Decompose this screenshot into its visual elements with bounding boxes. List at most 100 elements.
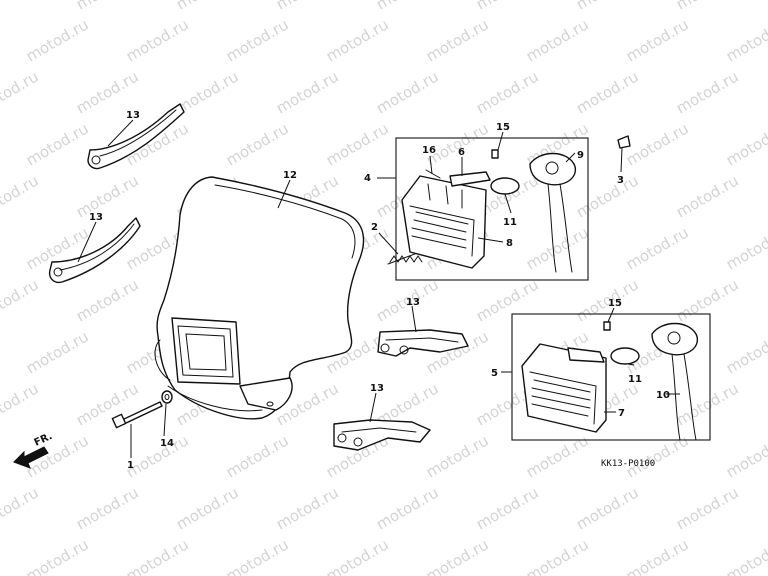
callout-8: 8 — [506, 238, 513, 249]
diagram-code: KK13-P0100 — [601, 459, 655, 469]
callout-9: 9 — [577, 150, 584, 161]
watermark-text: motod.ru — [623, 119, 692, 169]
watermark-text: motod.ru — [73, 379, 142, 429]
watermark-text: motod.ru — [223, 15, 292, 65]
watermark-text: motod.ru — [73, 275, 142, 325]
watermark-text: motod.ru — [523, 223, 592, 273]
watermark-text: motod.ru — [573, 67, 642, 117]
watermark-text: motod.ru — [223, 431, 292, 481]
watermark-text: motod.ru — [173, 483, 242, 533]
callout-5: 5 — [491, 368, 498, 379]
watermark-text: motod.ru — [0, 67, 42, 117]
watermark-text: motod.ru — [473, 275, 542, 325]
headlight-unit-lower[interactable] — [521, 321, 699, 441]
watermark-text: motod.ru — [723, 223, 768, 273]
watermark-text: motod.ru — [723, 535, 768, 576]
stay-middle-left[interactable] — [48, 217, 141, 284]
watermark-text: motod.ru — [423, 15, 492, 65]
watermark-text: motod.ru — [223, 535, 292, 576]
watermark-text: motod.ru — [23, 535, 92, 576]
watermark-text: motod.ru — [23, 119, 92, 169]
watermark-text: motod.ru — [73, 483, 142, 533]
callout-16: 16 — [422, 145, 436, 156]
headlight-assembly-frame-upper — [395, 137, 589, 281]
callout-15-lower: 15 — [608, 298, 622, 309]
watermark-text: motod.ru — [0, 483, 42, 533]
watermark-text: motod.ru — [573, 171, 642, 221]
watermark-text: motod.ru — [623, 431, 692, 481]
watermark-text: motod.ru — [123, 431, 192, 481]
callout-13-center-lower: 13 — [370, 383, 384, 394]
stay-center-lower[interactable] — [333, 419, 431, 451]
watermark-text: motod.ru — [173, 0, 242, 13]
watermark-text: motod.ru — [623, 535, 692, 576]
wire-clip[interactable] — [617, 135, 631, 149]
watermark-text: motod.ru — [323, 119, 392, 169]
watermark-text: motod.ru — [473, 0, 542, 13]
callout-15-upper: 15 — [496, 122, 510, 133]
watermark-text: motod.ru — [373, 67, 442, 117]
callout-12: 12 — [283, 170, 297, 181]
watermark-text: motod.ru — [723, 119, 768, 169]
watermark-text: motod.ru — [623, 15, 692, 65]
watermark-text: motod.ru — [523, 15, 592, 65]
watermark-text: motod.ru — [323, 15, 392, 65]
watermark-text: motod.ru — [723, 431, 768, 481]
watermark-text: motod.ru — [0, 0, 42, 13]
stay-upper-left[interactable] — [87, 103, 185, 170]
watermark-text: motod.ru — [523, 535, 592, 576]
watermark-text: motod.ru — [373, 483, 442, 533]
adjusting-spring[interactable] — [387, 251, 423, 265]
watermark-text: motod.ru — [673, 0, 742, 13]
watermark-text: motod.ru — [623, 223, 692, 273]
callout-11-lower: 11 — [628, 374, 642, 385]
callout-13-upper-stay: 13 — [126, 110, 140, 121]
mounting-bolt[interactable] — [111, 401, 163, 429]
callout-13-mid-stay: 13 — [89, 212, 103, 223]
callout-14: 14 — [160, 438, 174, 449]
headlight-cowl[interactable] — [154, 176, 365, 420]
watermark-text: motod.ru — [373, 0, 442, 13]
watermark-text: motod.ru — [73, 0, 142, 13]
callout-3: 3 — [617, 175, 624, 186]
callout-6: 6 — [458, 147, 465, 158]
watermark-text: motod.ru — [673, 67, 742, 117]
watermark-text: motod.ru — [0, 379, 42, 429]
bolt-collar[interactable] — [161, 390, 173, 404]
callouts: 13 13 12 2 4 16 6 15 9 11 8 3 13 13 1 14… — [89, 110, 670, 471]
watermark-text: motod.ru — [673, 483, 742, 533]
watermark-text: motod.ru — [273, 67, 342, 117]
watermark-text: motod.ru — [423, 431, 492, 481]
watermark-text: motod.ru — [123, 15, 192, 65]
front-direction-label: FR. — [33, 431, 54, 449]
watermark-text: motod.ru — [423, 535, 492, 576]
watermark-text: motod.ru — [223, 119, 292, 169]
stay-center-upper[interactable] — [377, 329, 469, 357]
watermark-text: motod.ru — [0, 275, 42, 325]
watermark-text: motod.ru — [23, 327, 92, 377]
watermark-text: motod.ru — [123, 535, 192, 576]
watermark-text: motod.ru — [673, 275, 742, 325]
watermark-text: motod.ru — [673, 171, 742, 221]
watermark-text: motod.ru — [473, 67, 542, 117]
front-arrow-icon — [13, 446, 49, 469]
headlight-unit-upper[interactable] — [401, 149, 577, 273]
callout-7: 7 — [618, 408, 625, 419]
callout-2: 2 — [371, 222, 378, 233]
watermark-text: motod.ru — [73, 171, 142, 221]
callout-10: 10 — [656, 390, 670, 401]
callout-11-upper: 11 — [503, 217, 517, 228]
watermark-text: motod.ru — [473, 483, 542, 533]
watermark-text: motod.ru — [323, 535, 392, 576]
callout-4: 4 — [364, 173, 371, 184]
watermark-text: motod.ru — [673, 379, 742, 429]
callout-1: 1 — [127, 460, 134, 471]
watermark-text: motod.ru — [23, 15, 92, 65]
watermark-text: motod.ru — [273, 483, 342, 533]
watermark-text: motod.ru — [573, 483, 642, 533]
watermark-text: motod.ru — [0, 171, 42, 221]
callout-13-center-upper: 13 — [406, 297, 420, 308]
watermark-text: motod.ru — [573, 0, 642, 13]
